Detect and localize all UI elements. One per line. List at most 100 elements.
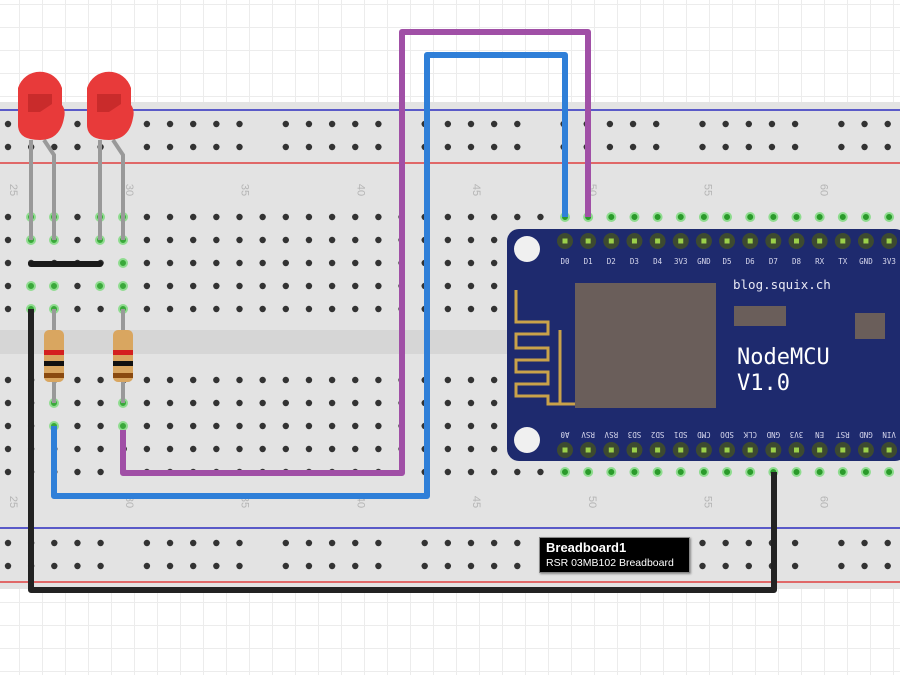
connected-hole[interactable]	[26, 281, 36, 291]
breadboard-hole[interactable]	[74, 282, 81, 290]
rail-hole[interactable]	[699, 562, 706, 570]
rail-hole[interactable]	[791, 143, 799, 151]
rail-hole[interactable]	[328, 120, 336, 128]
rail-hole[interactable]	[4, 562, 12, 570]
breadboard-hole[interactable]	[305, 422, 313, 430]
connected-hole[interactable]	[814, 467, 825, 477]
connected-hole[interactable]	[860, 467, 871, 477]
breadboard-hole[interactable]	[305, 236, 313, 244]
rail-hole[interactable]	[190, 143, 197, 151]
breadboard-hole[interactable]	[97, 422, 104, 430]
rail-hole[interactable]	[352, 143, 359, 151]
rail-hole[interactable]	[166, 143, 174, 151]
breadboard-hole[interactable]	[282, 213, 289, 221]
breadboard-hole[interactable]	[490, 422, 498, 430]
rail-hole[interactable]	[328, 143, 336, 151]
connected-hole[interactable]	[652, 467, 663, 477]
breadboard-hole[interactable]	[97, 468, 104, 476]
connected-hole[interactable]	[768, 212, 779, 222]
rail-hole[interactable]	[236, 539, 243, 547]
rail-hole[interactable]	[143, 120, 151, 128]
rail-hole[interactable]	[699, 143, 706, 151]
breadboard-hole[interactable]	[4, 399, 12, 407]
breadboard-hole[interactable]	[190, 236, 197, 244]
rail-hole[interactable]	[213, 562, 220, 570]
breadboard-hole[interactable]	[305, 282, 313, 290]
rail-hole[interactable]	[74, 143, 81, 151]
resistor-1[interactable]	[44, 309, 64, 403]
breadboard-hole[interactable]	[166, 282, 174, 290]
rail-hole[interactable]	[722, 539, 729, 547]
breadboard-hole[interactable]	[97, 399, 104, 407]
breadboard-hole[interactable]	[74, 305, 81, 313]
breadboard-hole[interactable]	[4, 305, 12, 313]
breadboard-hole[interactable]	[143, 259, 151, 267]
led-1[interactable]	[18, 71, 65, 140]
rail-hole[interactable]	[884, 539, 891, 547]
rail-hole[interactable]	[375, 562, 382, 570]
breadboard-hole[interactable]	[143, 399, 151, 407]
rail-hole[interactable]	[143, 143, 151, 151]
connected-hole[interactable]	[629, 212, 640, 222]
breadboard-hole[interactable]	[537, 213, 544, 221]
connected-hole[interactable]	[49, 281, 59, 291]
breadboard-hole[interactable]	[375, 236, 382, 244]
breadboard-hole[interactable]	[490, 305, 498, 313]
connected-hole[interactable]	[652, 212, 663, 222]
rail-hole[interactable]	[328, 539, 336, 547]
connected-hole[interactable]	[560, 467, 570, 477]
rail-hole[interactable]	[745, 120, 752, 128]
rail-hole[interactable]	[236, 562, 243, 570]
purple-wire[interactable]	[120, 29, 591, 476]
rail-hole[interactable]	[166, 120, 174, 128]
breadboard-hole[interactable]	[490, 445, 498, 453]
resistor-2[interactable]	[113, 309, 133, 403]
rail-hole[interactable]	[861, 562, 868, 570]
rail-hole[interactable]	[838, 539, 845, 547]
rail-hole[interactable]	[166, 539, 174, 547]
breadboard-hole[interactable]	[74, 213, 81, 221]
rail-hole[interactable]	[190, 120, 197, 128]
rail-hole[interactable]	[305, 562, 313, 570]
rail-hole[interactable]	[282, 562, 289, 570]
breadboard-hole[interactable]	[236, 445, 243, 453]
connected-hole[interactable]	[698, 467, 709, 477]
breadboard-hole[interactable]	[213, 236, 220, 244]
rail-hole[interactable]	[791, 539, 799, 547]
breadboard-hole[interactable]	[282, 399, 289, 407]
led-2[interactable]	[87, 71, 134, 140]
breadboard-hole[interactable]	[328, 399, 336, 407]
breadboard-hole[interactable]	[444, 282, 452, 290]
rail-hole[interactable]	[514, 143, 521, 151]
breadboard-hole[interactable]	[328, 305, 336, 313]
rail-hole[interactable]	[444, 562, 452, 570]
rail-hole[interactable]	[861, 539, 868, 547]
breadboard-hole[interactable]	[190, 445, 197, 453]
breadboard-hole[interactable]	[236, 399, 243, 407]
rail-hole[interactable]	[97, 562, 104, 570]
breadboard-hole[interactable]	[4, 376, 12, 384]
breadboard-hole[interactable]	[490, 399, 498, 407]
breadboard-hole[interactable]	[4, 213, 12, 221]
connected-hole[interactable]	[791, 212, 802, 222]
breadboard-hole[interactable]	[74, 445, 81, 453]
rail-hole[interactable]	[745, 143, 752, 151]
rail-hole[interactable]	[861, 120, 868, 128]
connected-hole[interactable]	[118, 281, 128, 291]
breadboard-hole[interactable]	[352, 305, 359, 313]
breadboard-hole[interactable]	[305, 399, 313, 407]
connected-hole[interactable]	[606, 212, 617, 222]
breadboard-hole[interactable]	[166, 213, 174, 221]
breadboard-hole[interactable]	[328, 376, 336, 384]
rail-hole[interactable]	[768, 143, 776, 151]
rail-hole[interactable]	[745, 539, 752, 547]
breadboard-hole[interactable]	[444, 259, 452, 267]
connected-hole[interactable]	[745, 212, 756, 222]
rail-hole[interactable]	[838, 143, 845, 151]
breadboard-hole[interactable]	[467, 445, 475, 453]
breadboard-hole[interactable]	[74, 236, 81, 244]
rail-hole[interactable]	[282, 120, 289, 128]
breadboard-hole[interactable]	[467, 376, 475, 384]
breadboard-hole[interactable]	[328, 282, 336, 290]
